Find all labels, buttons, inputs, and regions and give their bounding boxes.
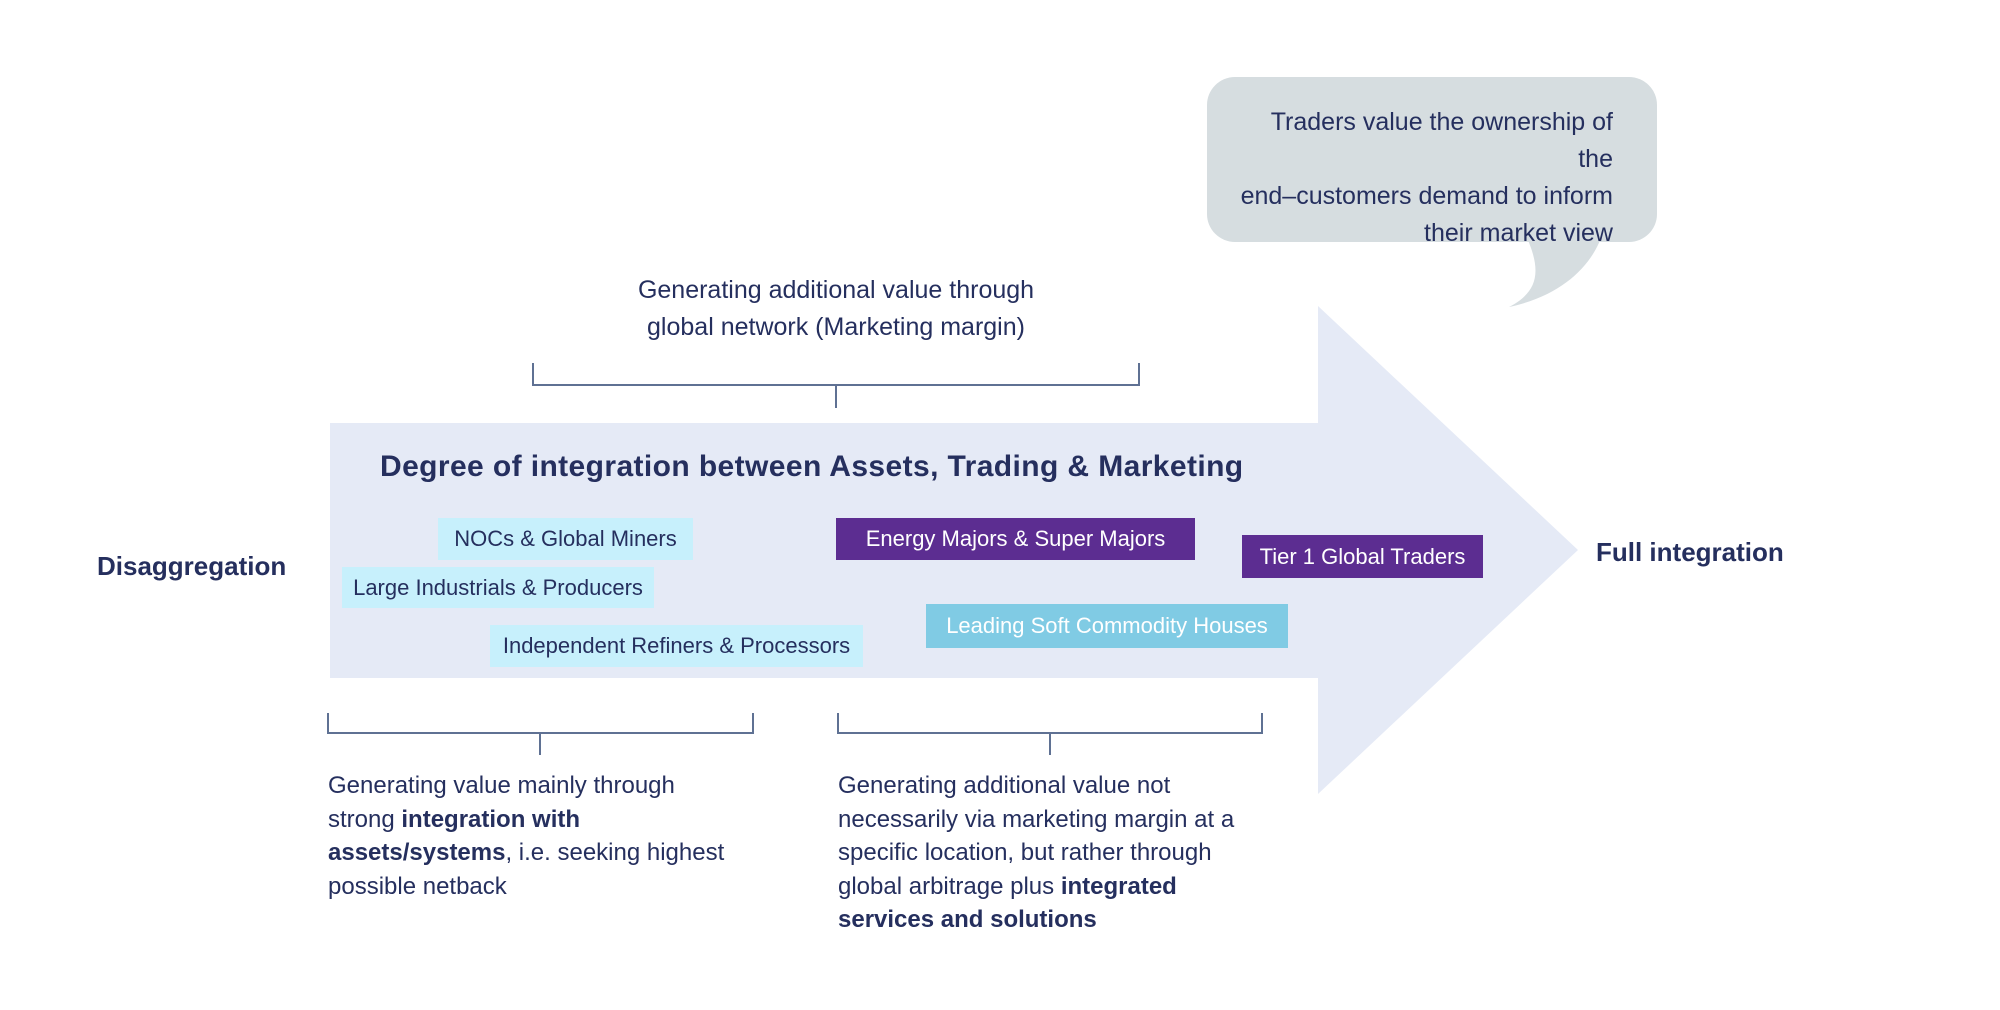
note-segment-bold: integration with — [401, 805, 581, 833]
note-line: Generating value mainly through — [328, 769, 724, 803]
note-segment-bold: integrated — [1060, 872, 1177, 900]
note-segment: specific location, but rather through — [838, 839, 1212, 866]
note-line: specific location, but rather through — [838, 836, 1234, 870]
note-line: assets/systems, i.e. seeking highest — [328, 836, 724, 870]
note-segment: possible netback — [328, 872, 507, 900]
note-segment: necessarily via marketing margin at a — [838, 805, 1235, 833]
note-segment: , i.e. seeking highest — [505, 839, 725, 866]
note-segment-bold: assets/systems — [328, 839, 506, 866]
note-line: necessarily via marketing margin at a — [838, 803, 1234, 837]
note-left: Generating value mainly through strong i… — [328, 769, 724, 903]
note-line: strong integration with — [328, 803, 724, 837]
arrow-title: Degree of integration between Assets, Tr… — [380, 450, 1244, 483]
top-annotation-line: global network (Marketing margin) — [647, 313, 1025, 341]
note-segment: Generating value mainly through — [328, 772, 675, 799]
axis-label-disaggregation: Disaggregation — [97, 551, 287, 581]
company-box-tier1-global-traders: Tier 1 Global Traders — [1242, 535, 1483, 578]
top-bracket — [532, 363, 1140, 408]
company-box-independent-refiners: Independent Refiners & Processors — [490, 625, 863, 667]
top-annotation-line: Generating additional value through — [637, 276, 1035, 304]
callout-text-line: end–customers demand to inform — [1240, 182, 1613, 210]
bottom-right-bracket — [837, 713, 1263, 755]
axis-label-full-integration: Full integration — [1596, 537, 1784, 567]
callout-text-line: their market view — [1424, 219, 1613, 247]
company-box-nocs-global-miners: NOCs & Global Miners — [438, 518, 693, 560]
note-segment: strong — [328, 805, 402, 833]
note-segment-bold: services and solutions — [838, 906, 1097, 933]
note-line: services and solutions — [838, 903, 1234, 937]
callout-bubble: Traders value the ownership of the end–c… — [1207, 77, 1657, 247]
note-line: global arbitrage plus integrated — [838, 870, 1234, 904]
note-segment: global arbitrage plus — [838, 872, 1061, 900]
callout-text-line: Traders value the ownership of the — [1270, 108, 1613, 173]
bottom-left-bracket — [327, 713, 754, 755]
company-box-large-industrials: Large Industrials & Producers — [342, 567, 654, 608]
note-segment: Generating additional value not — [838, 772, 1171, 799]
note-line: Generating additional value not — [838, 769, 1234, 803]
note-right: Generating additional value not necessar… — [838, 769, 1234, 937]
company-box-energy-majors: Energy Majors & Super Majors — [836, 518, 1195, 560]
company-box-soft-commodity-houses: Leading Soft Commodity Houses — [926, 604, 1288, 648]
top-annotation: Generating additional value through glob… — [536, 272, 1136, 346]
note-line: possible netback — [328, 870, 724, 904]
speech-bubble-tail — [1509, 238, 1601, 307]
